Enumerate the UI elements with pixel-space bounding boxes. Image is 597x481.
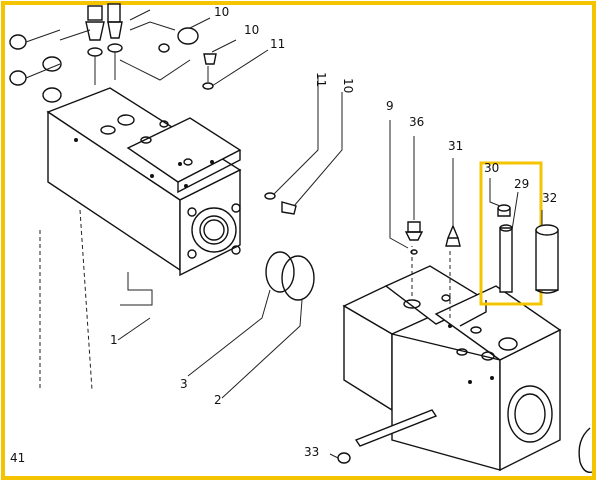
label-30: 30 <box>484 161 499 175</box>
top-left-small-parts <box>9 3 269 103</box>
label-32: 32 <box>542 191 557 205</box>
label-36: 36 <box>409 115 424 129</box>
o-rings <box>187 251 315 399</box>
label-2: 2 <box>214 393 222 407</box>
label-31: 31 <box>448 139 463 153</box>
label-1: 1 <box>110 333 118 347</box>
label-29: 29 <box>514 177 529 191</box>
rod-part-33 <box>329 409 438 464</box>
cylinder-part-32 <box>535 210 559 294</box>
label-10-right: 10 <box>341 78 355 93</box>
highlighted-parts <box>479 161 543 306</box>
label-9: 9 <box>386 99 394 113</box>
label-10-top: 10 <box>214 5 229 19</box>
side-bolts <box>264 76 343 215</box>
label-41: 41 <box>10 451 25 465</box>
fittings-36-31 <box>389 120 461 255</box>
label-11-top: 11 <box>270 37 285 51</box>
label-11-mid: 11 <box>314 72 328 87</box>
label-3: 3 <box>180 377 188 391</box>
edge-part <box>578 427 593 473</box>
label-10-mid: 10 <box>244 23 259 37</box>
manifold-block <box>342 246 562 472</box>
main-valve-block <box>39 87 242 391</box>
part-labels: 10 10 11 11 10 9 36 31 30 29 32 1 3 2 33… <box>10 5 557 465</box>
label-33: 33 <box>304 445 319 459</box>
